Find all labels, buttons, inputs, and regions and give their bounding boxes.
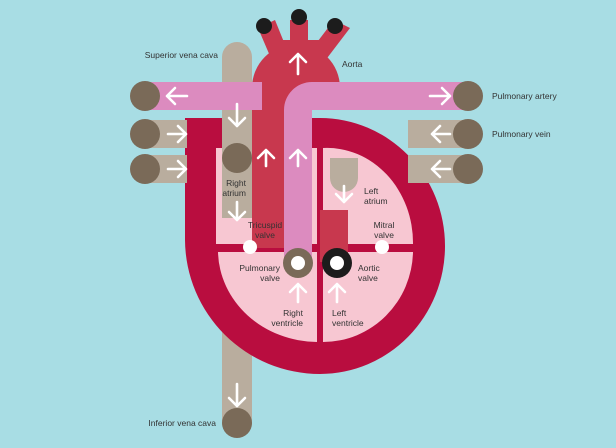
label-pulmonary-artery: Pulmonary artery	[492, 91, 557, 101]
label-left-ventricle-1: Left	[332, 308, 347, 318]
tricuspid-valve	[243, 240, 257, 254]
pulmonary-artery-trunk	[284, 82, 470, 262]
label-right-ventricle-1: Right	[283, 308, 303, 318]
arrow-lv-up	[327, 282, 347, 304]
label-left-ventricle-2: ventricle	[332, 318, 364, 328]
aorta-branch-mid	[290, 20, 308, 60]
arrow-la-down	[334, 184, 354, 204]
label-mitral-1: Mitral	[374, 220, 395, 230]
label-left-atrium-2: atrium	[364, 196, 388, 206]
label-pulmonary-vein: Pulmonary vein	[492, 129, 551, 139]
arrow-pa-inner-up	[288, 148, 308, 168]
pulmonary-vein-cap-lu	[130, 119, 160, 149]
label-tricuspid-1: Tricuspid	[248, 220, 282, 230]
aorta-cap-right	[327, 18, 343, 34]
label-mitral-2: valve	[374, 230, 394, 240]
pulmonary-vein-cap-ru	[453, 119, 483, 149]
pulmonary-vein-cap-ll	[130, 154, 160, 184]
arrow-pa-left	[165, 86, 189, 106]
inferior-vena-cava-cap	[222, 408, 252, 438]
arrow-ivc-down	[227, 382, 247, 408]
left-atrium-inlet-cap	[330, 164, 358, 192]
arrow-pv-rl	[430, 159, 452, 179]
aortic-valve-center	[330, 256, 344, 270]
label-right-atrium-2: atrium	[222, 188, 246, 198]
arrow-ra-down	[227, 200, 247, 222]
pulmonary-vein-cap-rl	[453, 154, 483, 184]
label-aorta: Aorta	[342, 59, 363, 69]
arrow-rv-up	[288, 282, 308, 304]
aorta-cap-left	[256, 18, 272, 34]
vena-cava-inner-end	[222, 143, 252, 173]
arrow-pa-right	[428, 86, 452, 106]
pulmonary-artery-left	[142, 82, 262, 110]
pulmonary-artery-cap-right	[453, 81, 483, 111]
label-superior-vena-cava: Superior vena cava	[145, 50, 219, 60]
label-right-atrium-1: Right	[226, 178, 246, 188]
arrow-pv-ru	[430, 124, 452, 144]
mitral-valve	[375, 240, 389, 254]
arrow-aorta-inner-up	[256, 148, 276, 168]
label-right-ventricle-2: ventricle	[271, 318, 303, 328]
aorta-cap-mid	[291, 9, 307, 25]
arrow-svc-down	[227, 102, 247, 128]
label-aortic-valve-2: valve	[358, 273, 378, 283]
label-inferior-vena-cava: Inferior vena cava	[148, 418, 216, 428]
arrow-aorta-up	[288, 52, 308, 76]
label-pulmonary-valve-2: valve	[260, 273, 280, 283]
pulmonary-valve-center	[291, 256, 305, 270]
arrow-pv-lu	[166, 124, 188, 144]
label-left-atrium-1: Left	[364, 186, 379, 196]
label-tricuspid-2: valve	[255, 230, 275, 240]
label-pulmonary-valve-1: Pulmonary	[239, 263, 280, 273]
pulmonary-artery-cap-left	[130, 81, 160, 111]
label-aortic-valve-1: Aortic	[358, 263, 380, 273]
arrow-pv-ll	[166, 159, 188, 179]
